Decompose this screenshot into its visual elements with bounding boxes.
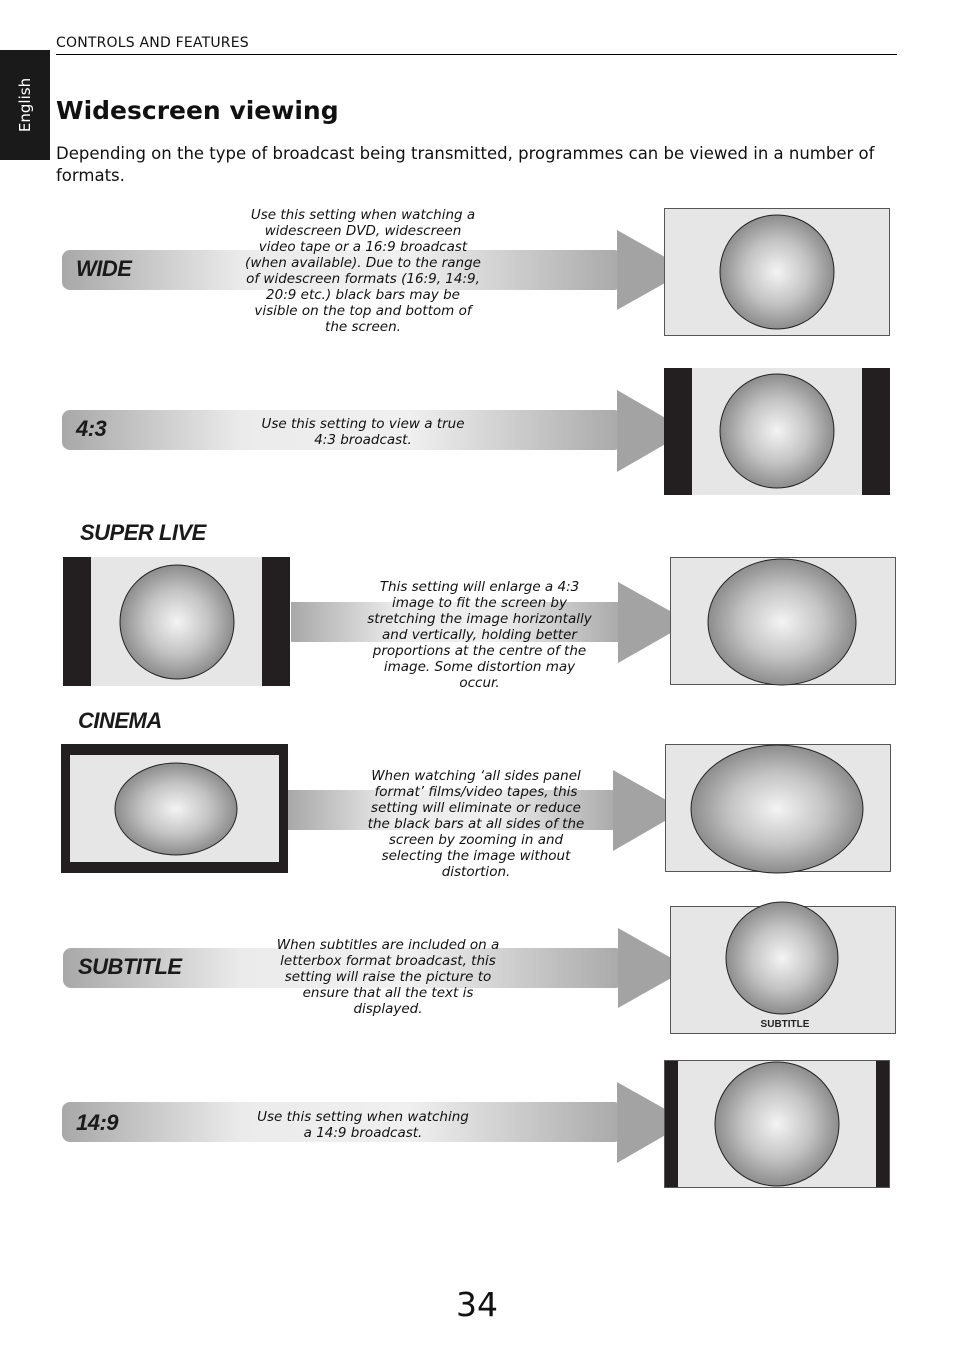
super-live-screen-image: [707, 558, 857, 686]
fourteen-nine-description: Use this setting when watching a 14:9 br…: [257, 1109, 469, 1141]
right-black-bar: [876, 1060, 890, 1188]
cinema-label: CINEMA: [78, 708, 162, 733]
four-three-screen-image: [719, 373, 835, 489]
page-number: 34: [456, 1285, 498, 1324]
language-tab-label: English: [16, 77, 34, 133]
subtitle-label-bar: [63, 948, 623, 988]
fourteen-nine-label-bar: [62, 1102, 622, 1142]
cinema-description: When watching ‘all sides panel format’ f…: [367, 768, 585, 880]
arrow-icon: [617, 230, 688, 310]
wide-description: Use this setting when watching a widescr…: [245, 207, 481, 335]
arrow-icon: [618, 582, 690, 663]
wide-screen-image: [719, 214, 835, 330]
arrow-icon: [618, 928, 689, 1008]
header-rule: [56, 54, 897, 55]
subtitle-label: SUBTITLE: [78, 954, 182, 979]
four-three-description: Use this setting to view a true 4:3 broa…: [261, 416, 465, 448]
fourteen-nine-screen-image: [714, 1061, 840, 1187]
fourteen-nine-label: 14:9: [76, 1110, 119, 1135]
super-live-source-image: [119, 564, 235, 680]
subtitle-diagram: [63, 901, 896, 1034]
left-black-bar: [664, 368, 692, 495]
fourteen-nine-screen-border: [664, 1060, 890, 1188]
running-head: CONTROLS AND FEATURES: [56, 35, 249, 51]
intro-paragraph: Depending on the type of broadcast being…: [56, 144, 875, 185]
fourteen-nine-diagram: [62, 1060, 890, 1188]
wide-label-bar: [62, 250, 622, 290]
left-black-bar: [63, 557, 91, 686]
cinema-source-image: [114, 762, 238, 856]
right-black-bar: [262, 557, 290, 686]
arrow-icon: [617, 1082, 688, 1163]
cinema-diagram: [61, 744, 891, 874]
cinema-bar: [288, 790, 618, 830]
subtitle-screen-caption: SUBTITLE: [760, 1019, 810, 1030]
subtitle-description: When subtitles are included on a letterb…: [276, 937, 500, 1017]
arrow-icon: [613, 770, 684, 851]
cinema-screen-image: [690, 744, 864, 874]
four-three-diagram: [62, 368, 890, 495]
wide-label: WIDE: [76, 256, 132, 281]
super-live-description: This setting will enlarge a 4:3 image to…: [367, 579, 592, 691]
left-black-bar: [664, 1060, 678, 1188]
super-live-diagram: [63, 557, 896, 686]
four-three-label-bar: [62, 410, 622, 450]
four-three-label: 4:3: [76, 416, 107, 441]
language-tab: English: [0, 50, 50, 160]
right-black-bar: [862, 368, 890, 495]
page-title: Widescreen viewing: [56, 96, 339, 125]
wide-diagram: [62, 208, 890, 336]
super-live-label: SUPER LIVE: [80, 520, 206, 545]
subtitle-screen-image: [725, 901, 839, 1015]
arrow-icon: [617, 390, 688, 472]
super-live-bar: [291, 602, 621, 642]
